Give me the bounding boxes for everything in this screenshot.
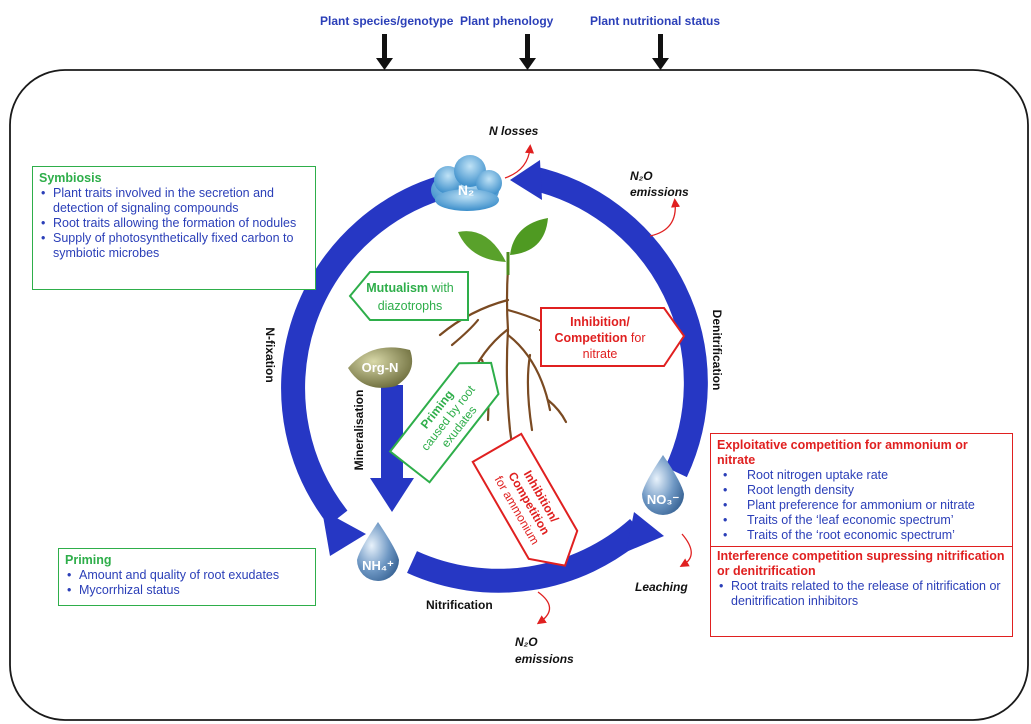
denitrification-label: Denitrification [710, 310, 724, 391]
competition-box: Exploitative competition for ammonium or… [710, 433, 1013, 637]
n2o-bottom-emissions: emissions [515, 652, 574, 666]
no3-drop [642, 455, 684, 515]
competition-item: Root length density [717, 483, 1006, 498]
nitrification-label: Nitrification [426, 598, 493, 612]
inhibition-nitrate-shape [540, 307, 686, 367]
mutualism-text: Mutualism with [366, 281, 454, 295]
exploitative-competition-title: Exploitative competition for ammonium or… [717, 438, 968, 467]
competition-divider [711, 546, 1012, 547]
priming-item: Amount and quality of root exudates [65, 568, 309, 583]
loss-labels: N losses N₂O emissions Leaching N₂O emis… [489, 124, 689, 666]
inhibition-nitrate-text: Inhibition/ Competition for nitrate [555, 315, 646, 361]
symbiosis-title: Symbiosis [39, 171, 102, 185]
nh4-label: NH₄⁺ [362, 558, 394, 573]
n-losses-label: N losses [489, 124, 539, 138]
mineralisation-label: Mineralisation [352, 390, 366, 471]
symbiosis-item: Root traits allowing the formation of no… [39, 216, 309, 231]
org-n-leaf [348, 347, 413, 388]
priming-item: Mycorrhizal status [65, 583, 309, 598]
n2o-bottom-label: N₂O [515, 635, 538, 649]
mutualism-text-2: diazotrophs [378, 299, 443, 313]
n2-cloud [431, 155, 502, 211]
org-n-label: Org-N [362, 360, 399, 375]
loss-arrows [504, 144, 692, 625]
plant-icon [438, 218, 587, 447]
arrowhead-to-n2 [510, 160, 542, 200]
svg-text:Competition for: Competition for [555, 331, 646, 345]
n-fixation-label: N-fixation [263, 327, 277, 382]
outer-frame [9, 69, 1029, 721]
n2o-top-label: N₂O [630, 169, 653, 183]
interference-item: Root traits related to the release of ni… [717, 579, 1006, 609]
no3-label: NO₃⁻ [647, 492, 680, 507]
priming-shape [388, 361, 500, 484]
factor-labels: Plant species/genotype Plant phenology P… [320, 14, 720, 28]
factor-genotype: Plant species/genotype [320, 14, 454, 28]
leaching-label: Leaching [635, 580, 688, 594]
competition-item: Traits of the ‘leaf economic spectrum’ [717, 513, 1006, 528]
nitrification-arc [407, 518, 646, 593]
n2-label: N₂ [458, 182, 474, 198]
arrowhead-to-no3 [626, 512, 664, 552]
competition-item: Plant preference for ammonium or nitrate [717, 498, 1006, 513]
svg-text:nitrate: nitrate [583, 347, 618, 361]
nh4-drop [357, 522, 399, 581]
priming-box: Priming Amount and quality of root exuda… [58, 548, 316, 606]
factor-phenology: Plant phenology [460, 14, 554, 28]
symbiosis-item: Supply of photosynthetically fixed carbo… [39, 231, 309, 261]
svg-text:Inhibition/: Inhibition/ [570, 315, 630, 329]
cycle-ring [281, 166, 708, 593]
symbiosis-item: Plant traits involved in the secretion a… [39, 186, 309, 216]
priming-title: Priming [65, 553, 112, 567]
arrowhead-to-nh4 [322, 510, 366, 556]
symbiosis-box: Symbiosis Plant traits involved in the s… [32, 166, 316, 290]
process-labels: N-fixation Denitrification Mineralisatio… [263, 310, 724, 612]
competition-item: Root nitrogen uptake rate [717, 468, 1006, 483]
inhibition-ammonium-shape [471, 432, 579, 567]
mutualism-shape [348, 271, 469, 321]
factor-arrows [376, 34, 669, 70]
n-fixation-arc [281, 173, 454, 526]
n2o-top-emissions: emissions [630, 185, 689, 199]
factor-nutritional-status: Plant nutritional status [590, 14, 720, 28]
cycle-arrowheads [322, 160, 664, 556]
interference-competition-title: Interference competition supressing nitr… [717, 549, 1005, 578]
denitrification-arc [529, 166, 708, 478]
competition-item: Traits of the ‘root economic spectrum’ [717, 528, 1006, 543]
